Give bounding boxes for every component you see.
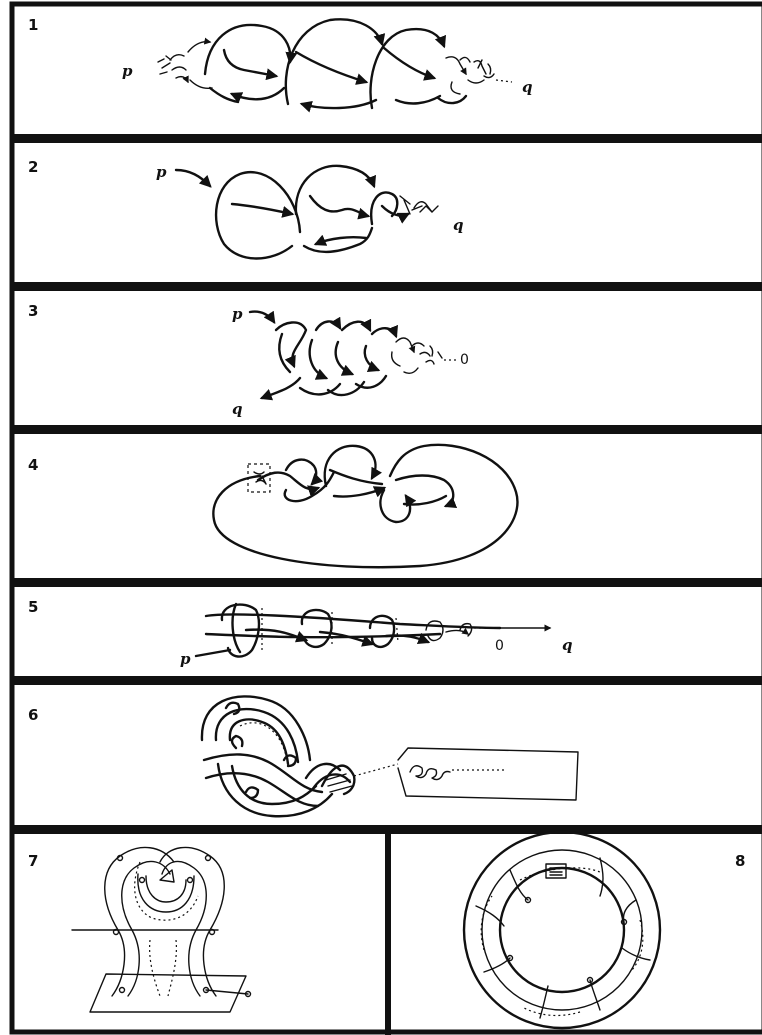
panel-3-braid <box>250 312 456 398</box>
panel-7-number: 7 <box>28 852 38 870</box>
panel-3-start-label: p <box>232 305 243 323</box>
panel-3-number: 3 <box>28 302 38 320</box>
panel-7-bent-tube <box>72 847 251 1012</box>
panel-5-end-label: q <box>562 636 573 654</box>
panel-3-limit-label: 0 <box>460 352 469 368</box>
divider-7-8 <box>385 830 391 1035</box>
panel-2: 2 p q <box>28 158 464 259</box>
divider-2-3 <box>12 282 762 291</box>
panel-1-knot-chain <box>158 19 512 108</box>
panel-4: 4 <box>28 445 517 567</box>
panel-4-number: 4 <box>28 456 38 474</box>
divider-1-2 <box>12 134 762 143</box>
panel-6-solid-torus-tubes <box>202 696 578 816</box>
panel-1-number: 1 <box>28 16 38 34</box>
panel-3: 3 p q 0 <box>28 302 469 418</box>
panel-2-knot-chain <box>176 166 438 259</box>
panel-1-end-label: q <box>522 78 533 96</box>
divider-4-5 <box>12 578 762 587</box>
panel-2-number: 2 <box>28 158 38 176</box>
panel-5: 5 p 0 q <box>28 598 573 668</box>
panel-2-start-label: p <box>156 163 167 181</box>
panel-6: 6 <box>28 696 578 816</box>
panel-3-end-label: q <box>232 400 243 418</box>
panel-5-limit-label: 0 <box>495 638 504 654</box>
panel-5-start-label: p <box>180 650 191 668</box>
panel-8-number: 8 <box>735 852 745 870</box>
panel-1: 1 p q <box>28 16 533 108</box>
panel-8-annulus-torus <box>464 832 660 1028</box>
panel-6-number: 6 <box>28 706 38 724</box>
panel-7: 7 <box>28 847 251 1012</box>
divider-5-6 <box>12 676 762 685</box>
panel-5-number: 5 <box>28 598 38 616</box>
panel-2-end-label: q <box>453 216 464 234</box>
panel-8: 8 <box>464 832 745 1028</box>
panel-4-knotted-torus-curve <box>213 445 517 567</box>
panel-1-start-label: p <box>122 62 133 80</box>
divider-3-4 <box>12 425 762 434</box>
